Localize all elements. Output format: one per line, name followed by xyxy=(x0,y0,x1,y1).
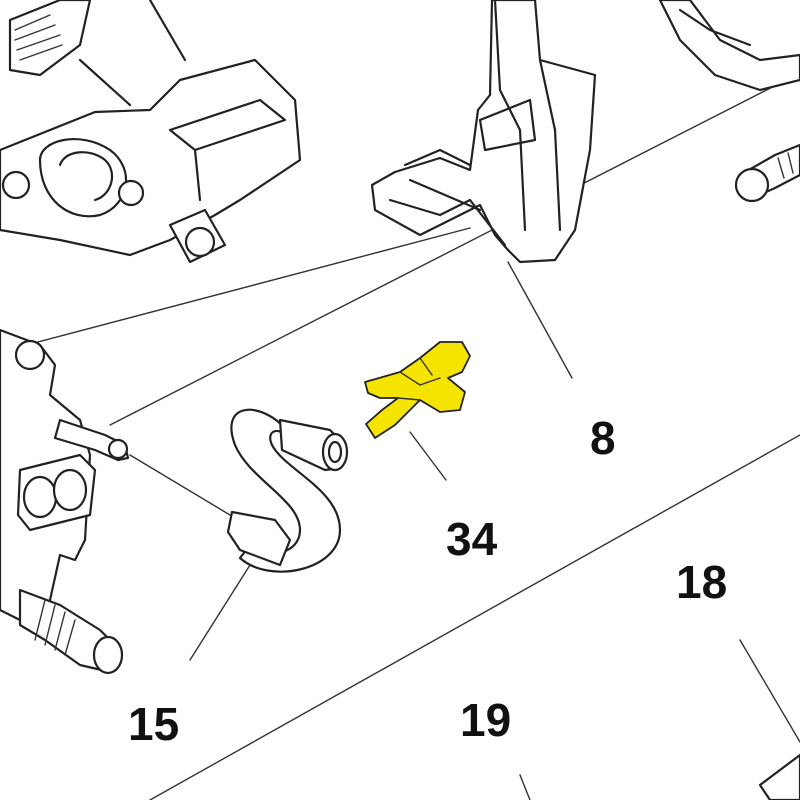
corner-part xyxy=(758,753,800,800)
label-part-8: 8 xyxy=(590,412,616,464)
carburetor-body xyxy=(0,328,130,675)
carburetor-flange-assembly xyxy=(0,0,302,264)
label-part-19: 19 xyxy=(460,694,511,746)
label-part-34: 34 xyxy=(446,513,498,565)
label-part-18: 18 xyxy=(676,556,727,608)
label-part-15: 15 xyxy=(128,698,179,750)
leader-lines xyxy=(129,261,800,800)
part-15-hose xyxy=(226,408,349,573)
part-8-drawing xyxy=(370,0,597,264)
bracket-and-screw xyxy=(658,0,800,203)
part-34-clip xyxy=(364,341,471,439)
guide-lines xyxy=(0,77,800,800)
